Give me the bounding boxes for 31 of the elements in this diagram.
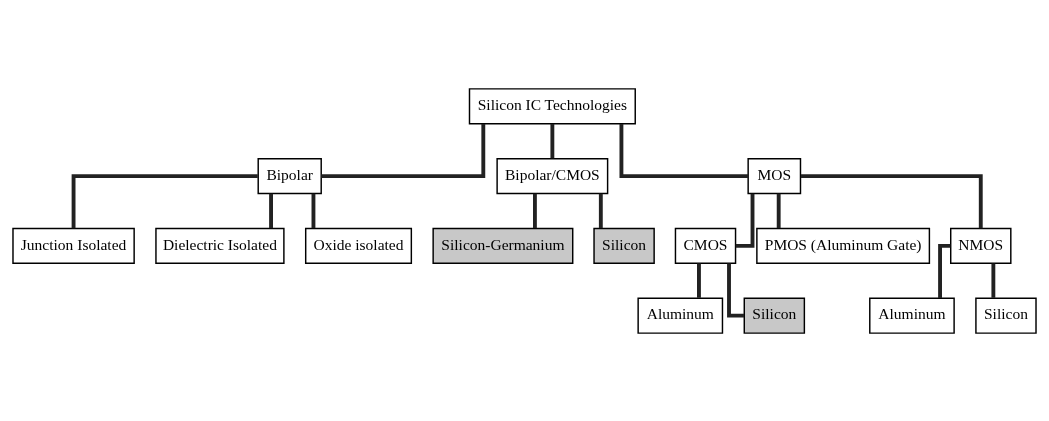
node-box: Dielectric Isolated [155,227,285,264]
connector [800,173,983,228]
node-box: MOS [747,157,802,194]
node-box: Bipolar/CMOS [496,157,609,194]
connector [321,123,486,178]
connector [735,193,755,248]
connector [532,193,537,228]
node-box: Silicon [975,297,1037,334]
connector [776,193,781,228]
node-box: Aluminum [637,297,724,334]
connector [71,173,258,228]
connector [550,123,555,158]
node-box: Bipolar [257,157,322,194]
node-box: Junction Isolated [12,227,135,264]
node-box: Aluminum [869,297,955,334]
node-box: Silicon [743,297,806,334]
connector [727,263,745,318]
connector [938,243,951,298]
node-box: PMOS (Aluminum Gate) [756,227,931,264]
node-box: CMOS [674,227,737,264]
node-box: Silicon IC Technologies [468,87,636,124]
connector [269,193,273,228]
connector [697,263,701,298]
node-box: Silicon-Germanium [432,227,574,264]
connector [311,193,316,228]
node-box: Oxide isolated [304,227,413,264]
connector [598,193,603,228]
connector [991,263,996,298]
node-box: Silicon [593,227,655,264]
connector [619,123,749,178]
node-box: NMOS [950,227,1012,264]
